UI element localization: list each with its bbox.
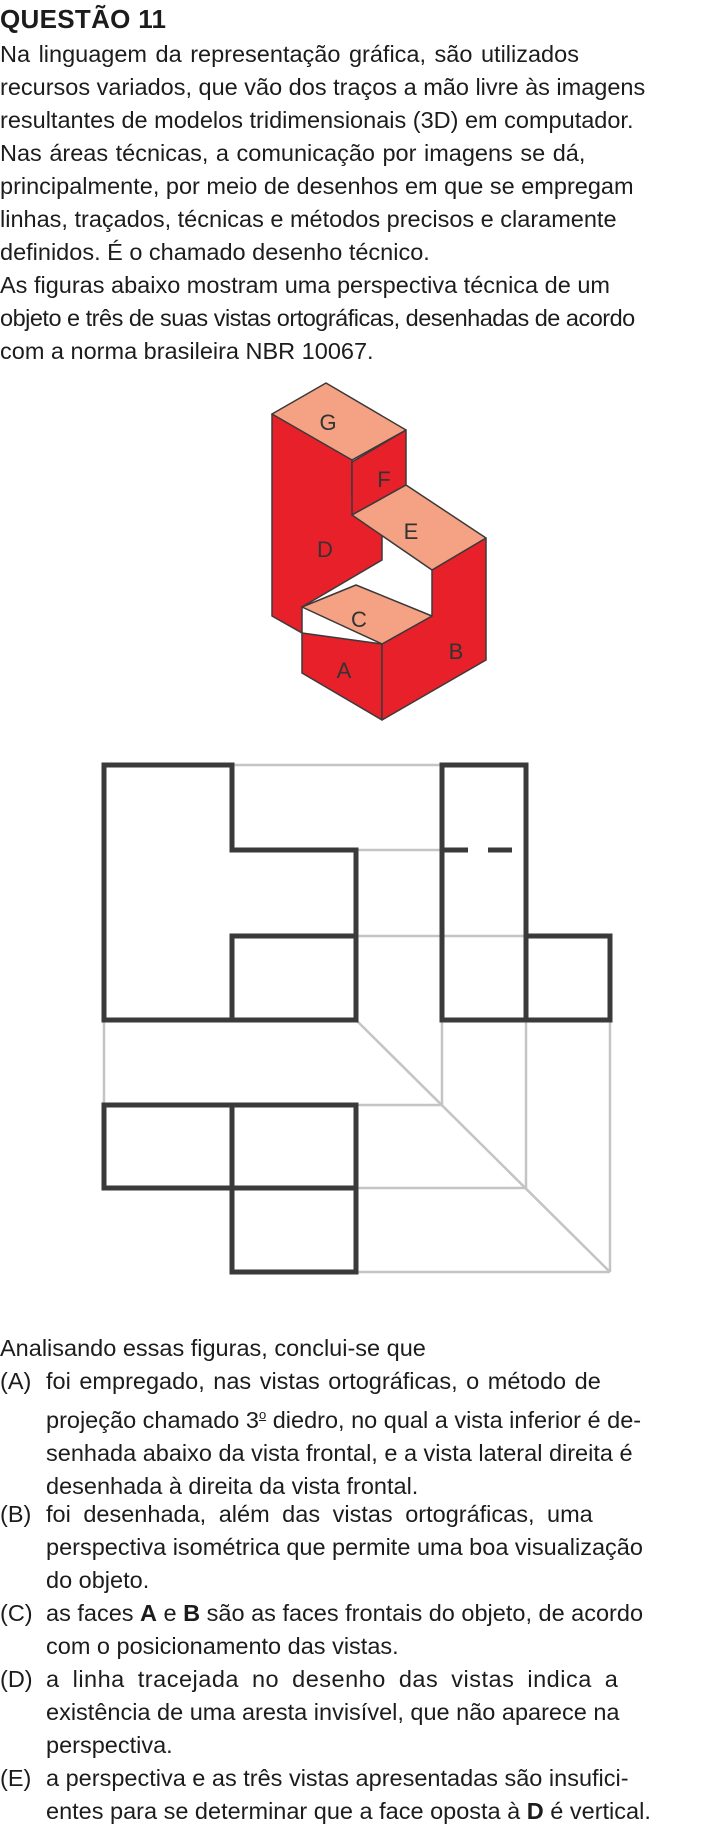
text-line: principalmente, por meio de desenhos em … xyxy=(0,173,634,199)
face-g xyxy=(271,382,407,461)
label-a: A xyxy=(337,658,352,683)
face-ref-a: A xyxy=(140,1600,158,1626)
text-line: projeção chamado 3o diedro, no qual a vi… xyxy=(46,1407,642,1433)
text-line: do objeto. xyxy=(46,1567,150,1593)
text-line: entes para se determinar que a face opos… xyxy=(46,1798,651,1824)
face-ref-b: B xyxy=(183,1600,201,1626)
option-letter: (B) xyxy=(0,1501,32,1527)
text-line: foi desenhada, além das vistas ortográfi… xyxy=(46,1501,593,1527)
face-ref-d: D xyxy=(526,1798,544,1824)
face-e xyxy=(351,484,487,571)
front-view-outline xyxy=(101,762,359,1023)
text-line: com o posicionamento das vistas. xyxy=(46,1633,399,1659)
isometric-perspective-figure: G F E D C A B xyxy=(271,382,487,721)
label-d: D xyxy=(317,537,333,562)
text-line: senhada abaixo da vista frontal, e a vis… xyxy=(46,1440,633,1466)
bottom-view-rect-left xyxy=(101,1102,235,1191)
label-b: B xyxy=(449,639,464,664)
text-line: existência de uma aresta invisível, que … xyxy=(46,1699,620,1725)
option-d[interactable]: (D) a linha tracejada no desenho das vis… xyxy=(0,1663,722,1762)
bottom-view-rect-lower xyxy=(229,1185,359,1275)
side-view-lower-rect xyxy=(523,933,613,1023)
figure-intro-paragraph: As figuras abaixo mostram uma perspectiv… xyxy=(0,269,722,368)
option-b[interactable]: (B) foi desenhada, além das vistas ortog… xyxy=(0,1498,722,1597)
option-a[interactable]: (A) foi empregado, nas vistas ortográfic… xyxy=(0,1365,722,1503)
text-line: com a norma brasileira NBR 10067. xyxy=(0,338,374,364)
side-view-upper-rect xyxy=(439,762,529,1023)
question-title: QUESTÃO 11 xyxy=(0,4,167,34)
label-f: F xyxy=(377,467,390,492)
orthographic-views-figure xyxy=(101,762,613,1275)
text-line: a perspectiva e as três vistas apresenta… xyxy=(46,1765,629,1791)
text-line: Na linguagem da representação gráfica, s… xyxy=(0,41,579,67)
text-line: perspectiva isométrica que permite uma b… xyxy=(46,1534,643,1560)
text-line: objeto e três de suas vistas ortográfica… xyxy=(0,305,635,331)
text-line: resultantes de modelos tridimensionais (… xyxy=(0,107,634,133)
question-lead: Analisando essas figuras, conclui-se que xyxy=(0,1335,426,1361)
text-line: recursos variados, que vão dos traços a … xyxy=(0,74,646,100)
text-line: linhas, traçados, técnicas e métodos pre… xyxy=(0,206,617,232)
option-c[interactable]: (C) as faces A e B são as faces frontais… xyxy=(0,1597,722,1663)
text-line: as faces A e B são as faces frontais do … xyxy=(46,1600,644,1626)
face-c xyxy=(301,584,433,645)
option-e[interactable]: (E) a perspectiva e as três vistas apres… xyxy=(0,1762,722,1828)
text-line: Nas áreas técnicas, a comunicação por im… xyxy=(0,140,586,166)
text-line: definidos. É o chamado desenho técnico. xyxy=(0,239,430,265)
bottom-view-rect-right xyxy=(229,1102,359,1191)
text-line: As figuras abaixo mostram uma perspectiv… xyxy=(0,272,610,298)
option-letter: (C) xyxy=(0,1600,33,1626)
front-view-inner-rect xyxy=(229,933,359,1023)
option-letter: (D) xyxy=(0,1666,33,1692)
option-letter: (A) xyxy=(0,1368,32,1394)
text-line: desenhada à direita da vista frontal. xyxy=(46,1473,419,1499)
intro-paragraph: Na linguagem da representação gráfica, s… xyxy=(0,38,722,269)
label-c: C xyxy=(351,607,367,632)
text-line: a linha tracejada no desenho das vistas … xyxy=(46,1666,619,1692)
text-line: foi empregado, nas vistas ortográficas, … xyxy=(46,1368,601,1394)
label-e: E xyxy=(404,519,419,544)
label-g: G xyxy=(319,410,336,435)
option-letter: (E) xyxy=(0,1765,32,1791)
text-line: perspectiva. xyxy=(46,1732,173,1758)
